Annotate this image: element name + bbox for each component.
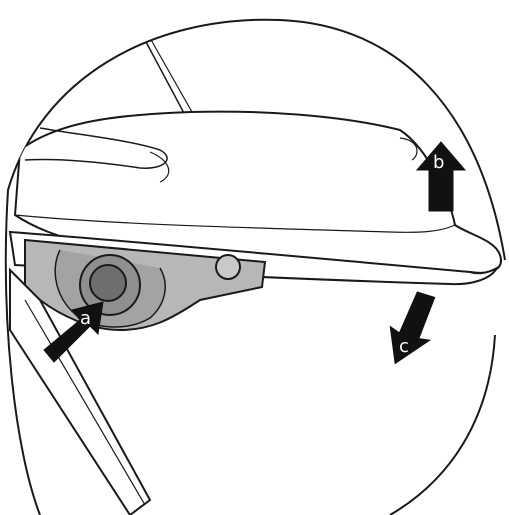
detail-circle-outline [4, 18, 506, 515]
cushion-inner-edge [14, 214, 456, 233]
callout-b: b [415, 141, 467, 212]
callout-c: c [389, 291, 436, 365]
cushion-crease [24, 127, 168, 169]
lever-arm-edge [24, 299, 146, 506]
callout-a: a [43, 301, 104, 363]
detail-circle-outline-right [389, 334, 496, 515]
adjustment-knob [89, 264, 127, 302]
arrow-up-icon [415, 141, 467, 212]
arrow-down-left-icon [389, 291, 436, 365]
callout-b-label: b [433, 152, 444, 173]
pivot-bolt [215, 254, 241, 280]
callout-c-label: c [399, 336, 409, 357]
cushion-front-lip [399, 137, 418, 161]
callout-a-label: a [80, 308, 91, 329]
cushion-crease-2 [149, 151, 170, 183]
arrow-up-right-icon [43, 301, 104, 363]
strut-line [144, 39, 186, 116]
strut-line-2 [149, 37, 193, 113]
